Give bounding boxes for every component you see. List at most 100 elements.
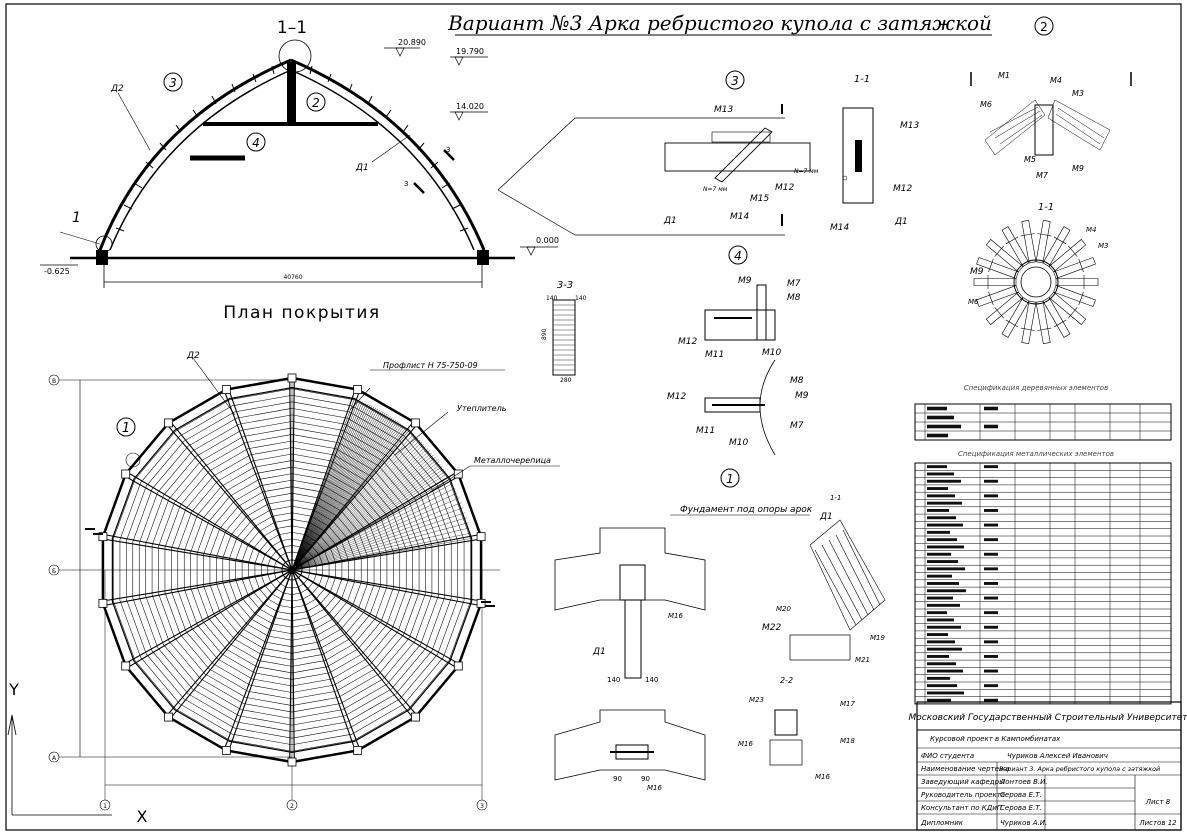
- axis-bubble-b: Б: [52, 568, 56, 575]
- detail-1-section-22: 2-2: [780, 676, 793, 685]
- detail-1-m16: М16: [668, 612, 683, 620]
- detail-3-m13: М13: [714, 105, 733, 115]
- spec-metal-table: [914, 462, 1172, 705]
- dome-rib: [291, 534, 479, 571]
- proflist-sector-line: [291, 428, 408, 571]
- detail-4-m11b: М11: [696, 426, 715, 436]
- detail-1-m16d: М16: [815, 773, 830, 781]
- proflist-sector-line: [291, 424, 403, 571]
- proflist-sector-line: [291, 408, 378, 571]
- dome-rib: [291, 569, 417, 715]
- section-title: 1–1: [277, 18, 307, 38]
- ucs-x-label: X: [137, 807, 148, 826]
- detail-2-m9b: М9: [970, 267, 984, 277]
- spec-wood-title: Спецификация деревянных элементов: [964, 384, 1108, 392]
- radial-member: [973, 278, 1017, 286]
- spec-cell-mark: [927, 501, 962, 505]
- section-3-3-height: 890: [541, 328, 548, 340]
- arch-label-d2: Д2: [110, 84, 124, 94]
- detail-3-m14: М14: [730, 212, 749, 222]
- detail-3-n7b: N=7 мм: [794, 168, 819, 175]
- rib-support-node: [98, 598, 108, 608]
- metal-tile-sector-line: [291, 538, 472, 571]
- spec-cell-mark: [927, 662, 956, 666]
- spec-cell-mark: [927, 574, 952, 578]
- member-bolt: [1068, 245, 1078, 257]
- section-mark-3-label: 3: [446, 146, 450, 154]
- detail-2-m4: М4: [1050, 76, 1062, 85]
- detail-3-n7a: N=7 мм: [703, 186, 728, 193]
- rib-support-node: [411, 418, 420, 428]
- arch-rib-left-outer: [98, 58, 292, 251]
- detail-1-m18: М18: [840, 737, 855, 745]
- detail-1-m21: М21: [855, 656, 870, 664]
- proflist-sector-line: [291, 405, 371, 571]
- spec-cell-mark: [927, 625, 961, 629]
- spec-cell-mark: [984, 508, 998, 512]
- member-bolt: [988, 258, 994, 273]
- insulation-sector-line: [291, 441, 423, 571]
- dome-rib: [171, 569, 293, 718]
- detail-4-m9: М9: [738, 276, 752, 286]
- metal-tile-sector-line: [291, 527, 470, 571]
- member-bolt: [1068, 307, 1078, 319]
- spec-cell-mark: [927, 516, 956, 520]
- spec-cell-mark: [927, 596, 953, 600]
- proflist-sector-line: [291, 417, 393, 571]
- spec-cell-mark: [984, 552, 998, 556]
- proflist-sector-line: [291, 399, 357, 571]
- spec-cell-mark: [927, 465, 947, 469]
- proflist-sector-line: [291, 418, 395, 571]
- proflist-sector-line: [291, 411, 384, 571]
- dome-rib: [291, 390, 356, 571]
- section-3-3-w2: 140: [575, 295, 587, 302]
- detail-2-m4b: М4: [1086, 226, 1097, 234]
- callout-1: 1: [72, 210, 81, 226]
- dome-rib: [291, 538, 480, 571]
- spec-cell-mark: [927, 530, 950, 534]
- stamp-sheet-total: Листов 12: [1138, 819, 1177, 827]
- insulation-sector-line: [291, 444, 425, 571]
- rib-support-node: [353, 746, 363, 755]
- spec-table-frame: [914, 462, 1172, 705]
- title-callout-circle: [1034, 16, 1054, 36]
- member-bolt: [1037, 327, 1052, 331]
- detail-1-m16b: М16: [647, 784, 662, 792]
- proflist-sector-line: [291, 405, 373, 571]
- detail-1-title: Фундамент под опоры арок: [680, 505, 813, 515]
- spec-cell-mark: [927, 523, 963, 527]
- detail-2: М1 М4 М3 М6 М5 М7 М9 1-1 М4 М3 М9 М6: [968, 71, 1132, 345]
- detail-4-m9b: М9: [795, 391, 809, 401]
- rib-support-node: [164, 418, 173, 428]
- spec-cell-mark: [927, 424, 961, 429]
- spec-cell-mark: [984, 654, 998, 658]
- dome-rib: [291, 569, 413, 718]
- spec-cell-mark: [984, 424, 998, 429]
- detail-ring-2: [278, 39, 312, 73]
- plan-label-d2: Д2: [186, 351, 200, 361]
- dome-rib: [291, 476, 459, 571]
- member-bolt: [1078, 291, 1084, 306]
- rib-support-node: [98, 532, 108, 542]
- spec-cell-mark: [984, 465, 998, 469]
- radial-member: [1055, 278, 1099, 286]
- radial-member: [1035, 219, 1051, 264]
- spec-cell-mark: [927, 487, 948, 491]
- detail-1-m17: М17: [840, 700, 855, 708]
- spec-cell-mark: [927, 640, 955, 644]
- detail-3-m12: М12: [775, 183, 794, 193]
- spec-cell-mark: [927, 472, 954, 476]
- metal-tile-sector-line: [291, 497, 460, 571]
- dome-rib: [291, 569, 480, 602]
- metal-tile-sector-line: [291, 478, 451, 571]
- plan-title: План покрытия: [223, 303, 380, 323]
- spec-cell-mark: [927, 633, 948, 637]
- detail-4-m8: М8: [787, 293, 801, 303]
- spec-cell-mark: [927, 603, 960, 607]
- stamp-head-label: Заведующий кафедры: [921, 778, 1005, 786]
- detail-1-d1: Д1: [592, 647, 606, 657]
- member-bolt: [994, 307, 1004, 319]
- axis-bubble-2: 2: [290, 803, 294, 810]
- stamp-course: Курсовой проект в Кампомбинатах: [930, 735, 1061, 743]
- spec-cell-mark: [927, 581, 959, 585]
